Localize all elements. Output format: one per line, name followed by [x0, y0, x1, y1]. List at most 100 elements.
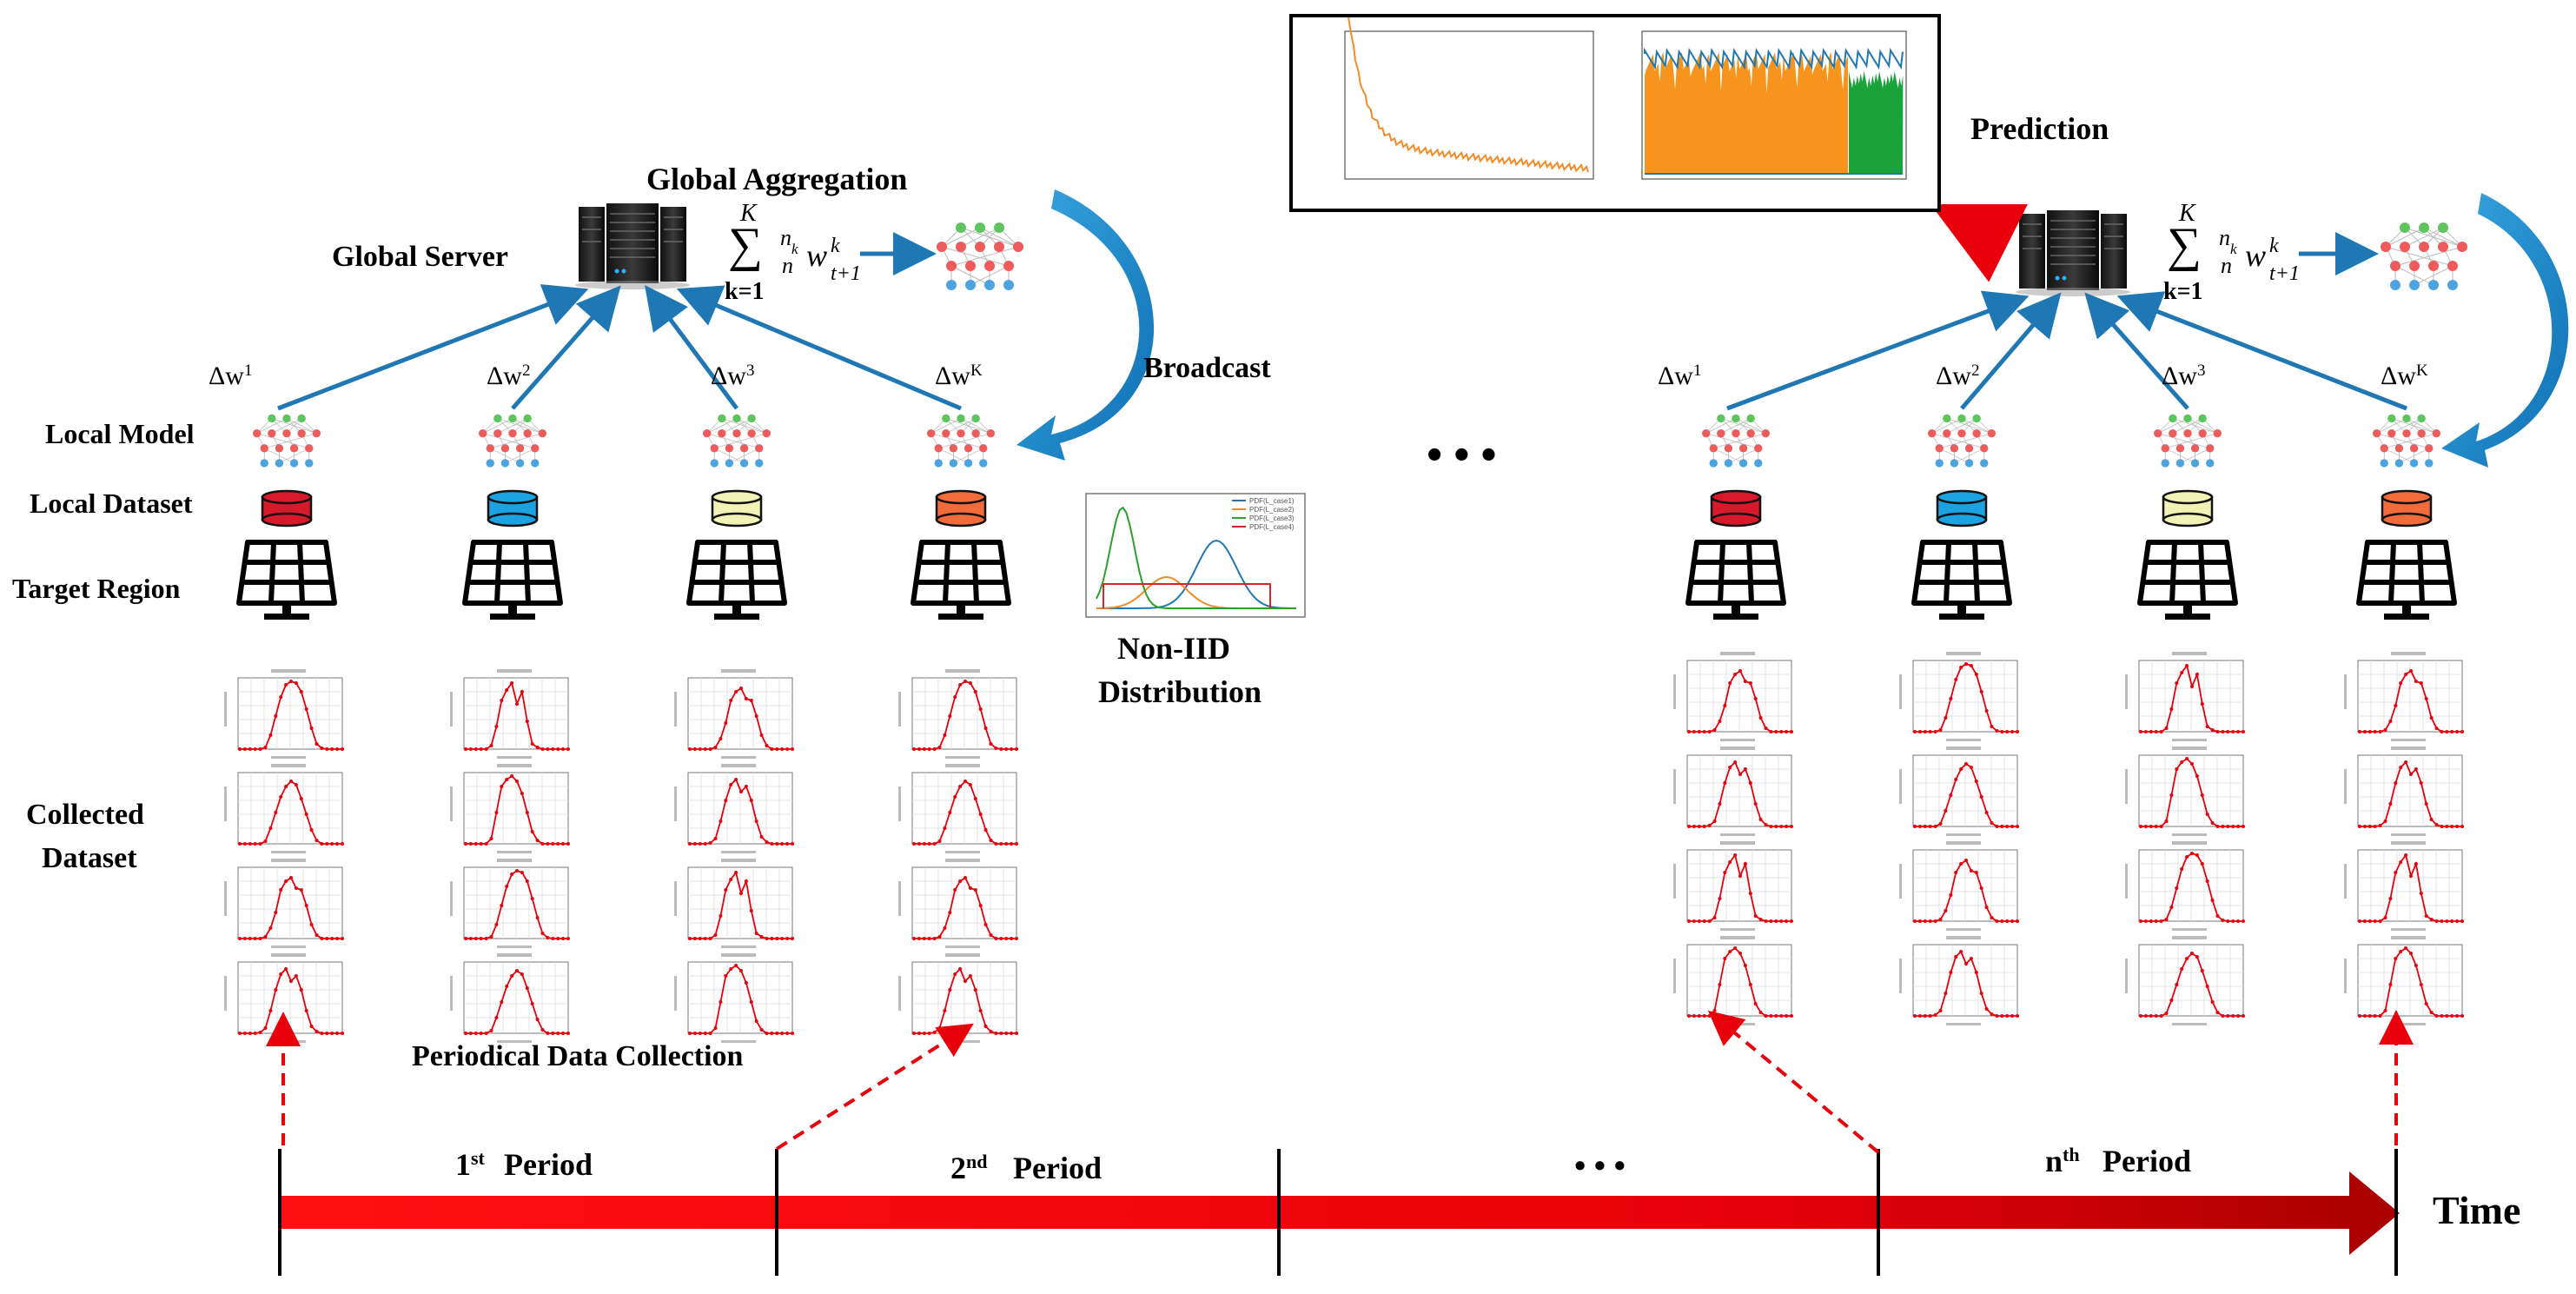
left-pv-point [253, 937, 257, 940]
left-pv-point [968, 783, 972, 786]
left-pv-point [994, 842, 998, 846]
left-pv-point [688, 842, 692, 846]
left-pv-point [304, 1009, 308, 1012]
right-pv-point [1995, 919, 1999, 923]
left-delta-w-3: Δw3 [711, 362, 754, 391]
left-pv-point [739, 790, 743, 793]
left-pv-point [917, 747, 921, 751]
right-pv-point [2175, 681, 2179, 685]
right-pv-point [2221, 919, 2225, 922]
left-pv-point [922, 937, 926, 940]
right-global-model-icon [2380, 222, 2468, 291]
left-pv-point [525, 879, 529, 883]
left-pv-point [242, 747, 247, 751]
right-pv-point [1984, 906, 1989, 909]
right-pv-point [1917, 825, 1922, 828]
left-collected-plot-2-1 [444, 665, 576, 767]
left-pv-point [473, 937, 478, 940]
left-pv-point [253, 1032, 257, 1035]
right-pv-point [1733, 853, 1738, 857]
right-pv-point [1990, 821, 1994, 825]
left-pv-point [708, 747, 712, 751]
left-pv-point [973, 888, 977, 892]
left-pv-point [953, 795, 957, 799]
left-pv-point [770, 842, 774, 846]
left-pv-point [964, 876, 967, 879]
right-pv-point [1753, 1002, 1758, 1005]
left-pv-point [1015, 842, 1018, 846]
left-pv-point [505, 885, 509, 888]
non-iid-legend-item: PDF(L_case4) [1249, 523, 1295, 531]
right-pv-point [1728, 860, 1732, 864]
left-pv-point [279, 972, 283, 976]
left-pv-point [540, 1028, 545, 1032]
left-pv-point [729, 967, 733, 971]
left-pv-point [520, 690, 524, 693]
right-pv-point [1928, 1014, 1932, 1018]
right-pv-point [1964, 762, 1968, 766]
right-pv-point [2159, 730, 2163, 733]
left-pv-point [515, 869, 519, 873]
right-pv-point [1697, 825, 1701, 828]
left-pv-point [468, 1032, 473, 1035]
right-pv-point [2231, 1014, 2235, 1018]
left-pv-point [1010, 1032, 1014, 1035]
left-pv-point [759, 733, 764, 737]
left-pv-point [948, 911, 952, 914]
left-pv-point [561, 1032, 566, 1035]
left-pv-point [989, 933, 993, 937]
left-pv-point [263, 1026, 268, 1030]
right-pv-point [2394, 704, 2398, 707]
left-pv-point [341, 747, 344, 751]
right-pv-point [2367, 825, 2372, 828]
non-iid-label: Non-IID [1117, 631, 1230, 666]
left-local-dataset-icon-1 [261, 489, 313, 528]
left-collected-plot-2-3 [444, 854, 576, 957]
left-pv-point [556, 1032, 560, 1035]
right-pv-point [2445, 825, 2449, 828]
left-pv-point [299, 888, 303, 892]
right-pv-point [1702, 825, 1706, 828]
left-collected-plot-3-3 [668, 854, 800, 957]
right-pv-point [1707, 919, 1712, 923]
right-pv-point [2419, 781, 2423, 785]
left-pv-point [692, 747, 697, 751]
right-pv-point [1774, 1014, 1778, 1018]
right-pv-point [1979, 795, 1983, 799]
left-pv-point [791, 842, 794, 846]
right-frac-den: n [2221, 253, 2232, 278]
left-pv-point [315, 742, 319, 746]
left-pv-point [510, 681, 514, 685]
right-solar-panel-icon-2 [1914, 542, 2010, 620]
left-delta-w-4: ΔwK [935, 362, 983, 391]
right-broadcast-arrow [2441, 193, 2569, 468]
right-collected-plot-1-1 [1667, 647, 1799, 750]
left-pv-point [718, 737, 723, 740]
right-pv-point [2169, 999, 2174, 1002]
left-delta-w-1: Δw1 [209, 362, 252, 391]
right-pv-point [1995, 1014, 1999, 1018]
right-pv-point [2200, 702, 2204, 706]
right-pv-point [2175, 767, 2179, 771]
right-pv-point [1779, 825, 1784, 828]
left-solar-panel-icon-2 [465, 542, 560, 620]
left-pv-point [739, 892, 743, 895]
left-pv-point [468, 842, 473, 846]
right-pv-point [1785, 919, 1789, 923]
left-pv-point [1004, 842, 1009, 846]
right-pv-point [2139, 1014, 2142, 1018]
global-model-icon [936, 222, 1024, 291]
right-pv-point [1974, 971, 1978, 974]
global-server-label: Global Server [332, 241, 508, 273]
right-pv-point [2221, 730, 2225, 733]
right-pv-point [2149, 825, 2153, 828]
right-pv-point [1728, 681, 1732, 685]
left-pv-point [718, 914, 723, 918]
left-pv-point [958, 967, 963, 971]
left-pv-point [279, 695, 283, 699]
left-pv-point [968, 974, 972, 978]
left-pv-point [912, 747, 916, 751]
left-pv-point [525, 986, 529, 990]
left-pv-point [912, 1032, 916, 1035]
right-pv-point [1712, 820, 1717, 823]
